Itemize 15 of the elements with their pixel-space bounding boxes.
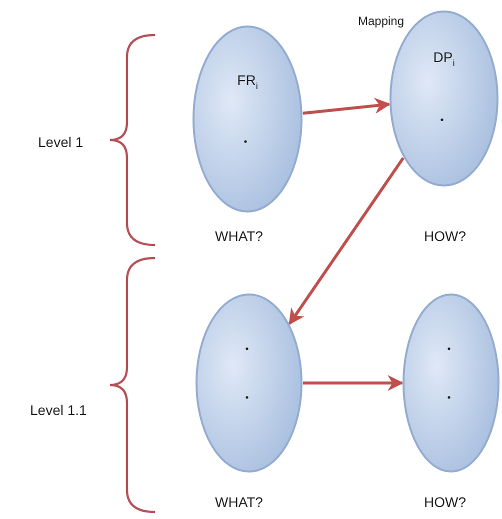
mapping-label: Mapping <box>358 14 404 28</box>
ellipse-node <box>402 293 500 473</box>
node-label: FR$_{i}$ <box>236 72 259 91</box>
ellipse-node <box>192 25 303 213</box>
arrow <box>303 375 404 391</box>
node-caption: HOW? <box>424 228 466 244</box>
level-label: Level 1 <box>38 134 84 150</box>
node-caption: WHAT? <box>215 494 263 510</box>
node-caption: HOW? <box>424 494 466 510</box>
ellipse-node <box>195 293 303 473</box>
node-caption: WHAT? <box>215 228 263 244</box>
level-label: Level 1.1 <box>30 402 87 418</box>
arrow <box>288 157 404 326</box>
node-label: DP$_{i}$ <box>432 48 456 68</box>
arrow <box>302 98 391 115</box>
